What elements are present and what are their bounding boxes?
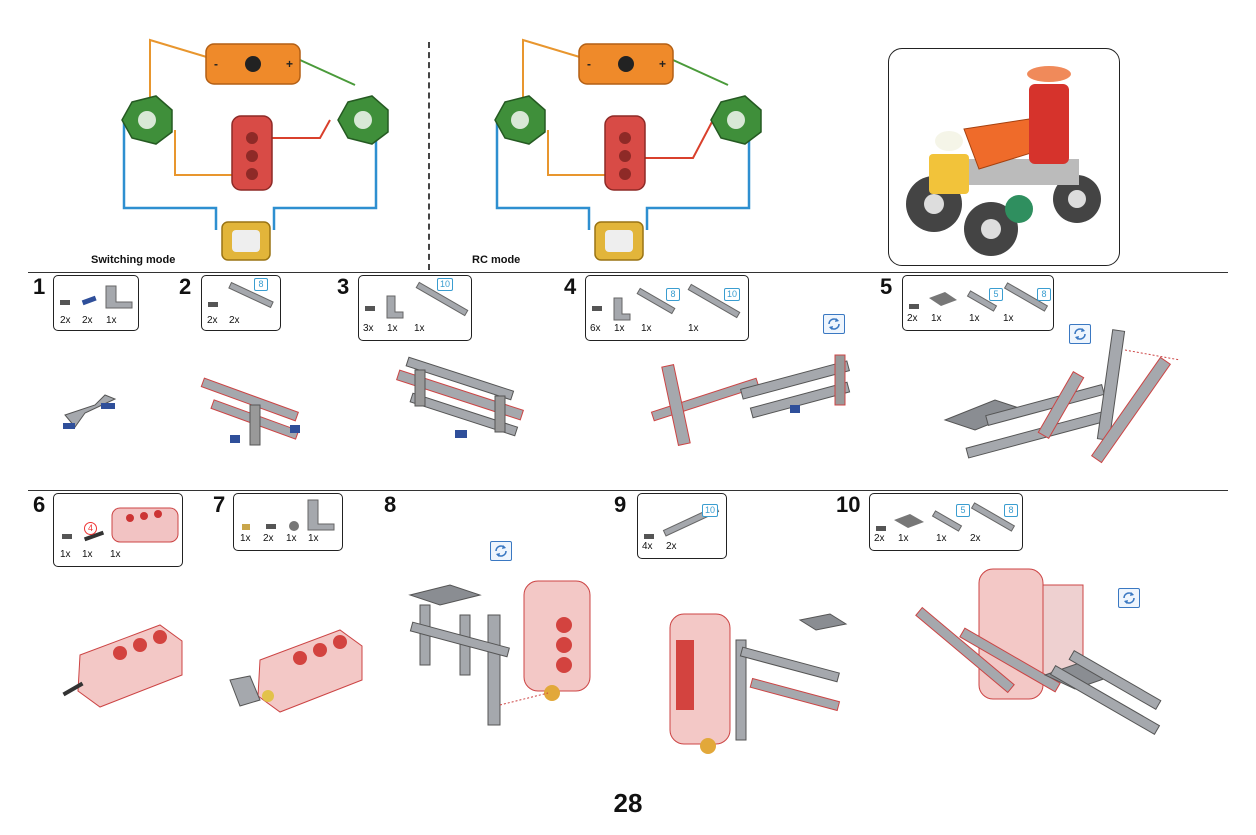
assembly-illustration-step-3 xyxy=(396,356,524,438)
switching-mode-label: Switching mode xyxy=(91,254,176,266)
assembly-illustration-step-6 xyxy=(62,624,183,708)
wire-orange xyxy=(149,38,211,110)
parts-list: 2x 2x 1x xyxy=(53,275,139,331)
page-number: 28 xyxy=(613,788,643,818)
part-quantity: 1x xyxy=(414,323,425,334)
step-number: 8 xyxy=(384,492,397,517)
parts-list: 10 4x 2x xyxy=(637,493,727,559)
rotate-model-icon xyxy=(1069,324,1091,344)
step-number: 10 xyxy=(836,492,861,517)
parts-list: 1x 2x 1x 1x xyxy=(233,493,343,551)
part-quantity: 2x xyxy=(207,315,218,326)
beam-length-tag: 8 xyxy=(1037,288,1051,301)
step-number: 2 xyxy=(179,274,192,299)
part-quantity: 1x xyxy=(286,533,297,544)
battery-plus: + xyxy=(286,57,293,71)
step-number: 4 xyxy=(564,274,577,299)
rotate-model-icon xyxy=(823,314,845,334)
beam-length-tag: 10 xyxy=(437,278,453,291)
beam-length-tag: 10 xyxy=(724,288,740,301)
svg-text:+: + xyxy=(659,57,666,71)
part-quantity: 1x xyxy=(110,549,121,560)
beam-length-tag: 8 xyxy=(666,288,680,301)
part-quantity: 1x xyxy=(931,313,942,324)
rotate-model-icon xyxy=(1118,588,1140,608)
part-quantity: 2x xyxy=(229,315,240,326)
step-number: 1 xyxy=(33,274,46,299)
section-divider xyxy=(428,42,430,270)
wire-green xyxy=(299,59,356,86)
beam-length-tag: 4 xyxy=(84,522,97,535)
part-quantity: 6x xyxy=(590,323,601,334)
assembly-illustration-step-7 xyxy=(229,629,363,713)
assembly-illustration-step-1 xyxy=(63,394,117,429)
parts-list: 5 8 2x 1x 1x 1x xyxy=(902,275,1054,331)
part-quantity: 1x xyxy=(641,323,652,334)
part-quantity: 1x xyxy=(969,313,980,324)
part-quantity: 1x xyxy=(60,549,71,560)
part-quantity: 1x xyxy=(898,533,909,544)
assembly-illustration-step-4 xyxy=(650,354,851,446)
part-quantity: 1x xyxy=(240,533,251,544)
circuit-diagram-rc: - + xyxy=(494,38,762,261)
circuit-diagram-switching: - + xyxy=(121,38,389,261)
parts-list: 8 10 6x 1x 1x 1x xyxy=(585,275,749,341)
part-quantity: 2x xyxy=(666,541,677,552)
part-quantity: 2x xyxy=(263,533,274,544)
parts-list: 5 8 2x 1x 1x 2x xyxy=(869,493,1023,551)
step-number: 6 xyxy=(33,492,46,517)
wire-red xyxy=(265,119,331,139)
part-quantity: 3x xyxy=(363,323,374,334)
assembly-illustration-step-9 xyxy=(669,613,848,754)
part-quantity: 1x xyxy=(614,323,625,334)
wire-orange xyxy=(174,130,235,176)
part-quantity: 1x xyxy=(387,323,398,334)
assembly-illustration-step-2 xyxy=(200,377,300,446)
part-quantity: 2x xyxy=(907,313,918,324)
part-quantity: 2x xyxy=(874,533,885,544)
assembly-illustration-step-10 xyxy=(915,568,1162,736)
row-divider xyxy=(28,272,1228,273)
step-number: 3 xyxy=(337,274,350,299)
parts-list: 8 2x 2x xyxy=(201,275,281,331)
part-quantity: 1x xyxy=(688,323,699,334)
parts-list: 10 3x 1x 1x xyxy=(358,275,472,341)
part-quantity: 4x xyxy=(642,541,653,552)
step-number: 5 xyxy=(880,274,893,299)
beam-length-tag: 8 xyxy=(254,278,268,291)
part-quantity: 1x xyxy=(82,549,93,560)
part-quantity: 1x xyxy=(106,315,117,326)
row-divider xyxy=(28,490,1228,491)
part-quantity: 2x xyxy=(82,315,93,326)
finished-model-photo xyxy=(888,48,1120,266)
part-quantity: 1x xyxy=(308,533,319,544)
beam-length-tag: 5 xyxy=(989,288,1003,301)
part-quantity: 1x xyxy=(1003,313,1014,324)
beam-length-tag: 5 xyxy=(956,504,970,517)
part-quantity: 1x xyxy=(936,533,947,544)
battery-minus: - xyxy=(214,57,218,71)
svg-text:-: - xyxy=(587,57,591,71)
rotate-model-icon xyxy=(490,541,512,561)
beam-length-tag: 8 xyxy=(1004,504,1018,517)
part-quantity: 2x xyxy=(60,315,71,326)
parts-list: 4 1x 1x 1x xyxy=(53,493,183,567)
step-number: 7 xyxy=(213,492,226,517)
rc-mode-label: RC mode xyxy=(472,254,521,266)
step-number: 9 xyxy=(614,492,627,517)
assembly-illustration-step-8 xyxy=(408,580,591,726)
assembly-illustration-step-5 xyxy=(943,329,1181,464)
beam-length-tag: 10 xyxy=(702,504,718,517)
part-quantity: 2x xyxy=(970,533,981,544)
